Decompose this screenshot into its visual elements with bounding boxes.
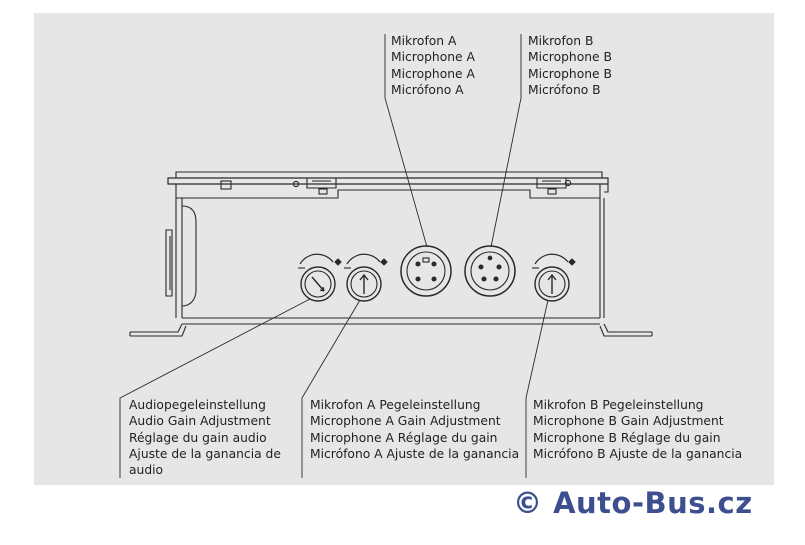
leader-mic-a: [384, 34, 428, 248]
mic-b-connector-icon: [464, 245, 516, 297]
label-audio-gain: Audiopegeleinstellung Audio Gain Adjustm…: [129, 398, 281, 478]
leader-mic-b: [490, 34, 522, 248]
audio-gain-knob-icon: [298, 253, 342, 302]
mic-b-gain-knob-icon: [532, 253, 576, 302]
mic-a-connector-icon: [400, 245, 452, 297]
screw-hole-icon: [292, 180, 300, 188]
leader-mic-b-gain: [525, 299, 549, 478]
label-mic-b-gain: Mikrofon B Pegeleinstellung Microphone B…: [533, 398, 743, 461]
screw-hole-icon: [564, 179, 572, 187]
lid-slot-left-icon: [220, 180, 232, 190]
mic-a-gain-knob-icon: [344, 253, 388, 302]
leader-mic-a-gain: [301, 299, 361, 478]
label-mic-a-gain: Mikrofon A Pegeleinstellung Microphone A…: [310, 398, 520, 461]
leader-audio-gain: [119, 298, 311, 478]
label-mic-b: Mikrofon B Microphone B Microphone B Mic…: [528, 34, 612, 97]
diagram-panel: [34, 13, 774, 485]
leader-lines: [119, 34, 549, 478]
device-housing: [129, 171, 653, 337]
watermark: © Auto-Bus.cz: [513, 486, 753, 520]
label-mic-a: Mikrofon A Microphone A Microphone A Mic…: [391, 34, 475, 97]
